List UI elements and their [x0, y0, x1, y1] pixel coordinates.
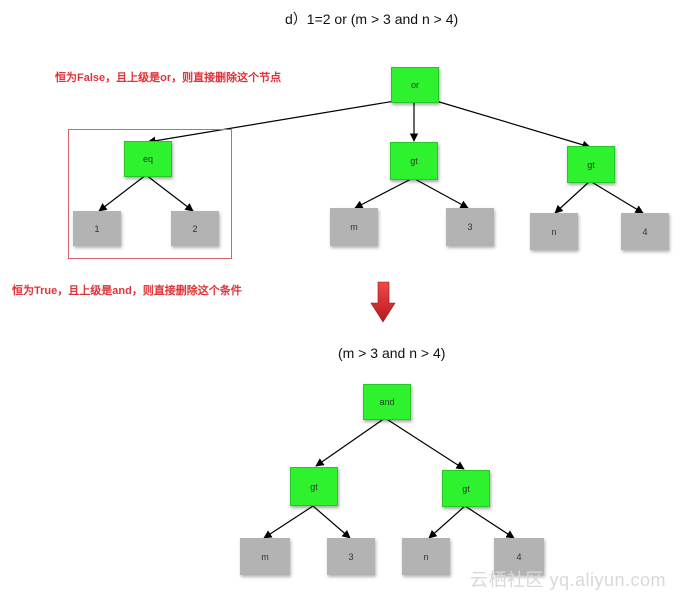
edge-gt-m — [354, 177, 414, 209]
node-and: and — [363, 384, 411, 420]
edge-gt-n — [554, 180, 591, 214]
node-or: or — [391, 67, 439, 103]
edge-gtl-m — [263, 505, 314, 539]
edge-or-eq — [147, 100, 396, 145]
edge-gtr-4 — [464, 505, 515, 539]
edge-or-gt-n — [435, 100, 591, 149]
leaf-4: 4 — [621, 213, 669, 250]
edge-gt-4 — [589, 180, 644, 214]
edge-and-gt-left — [315, 417, 386, 467]
edge-gt-3 — [412, 177, 469, 209]
node-gt-left: gt — [290, 467, 338, 506]
removed-subtree-highlight — [68, 129, 232, 259]
transform-arrow — [370, 281, 396, 323]
edge-gtl-3 — [312, 505, 351, 539]
node-gt-n: gt — [567, 146, 615, 183]
note-true-condition: 恒为True，且上级是and，则直接删除这个条件 — [12, 285, 242, 297]
node-eq: eq — [124, 141, 172, 177]
leaf-3-bottom: 3 — [327, 538, 375, 575]
leaf-n-bottom: n — [402, 538, 450, 575]
leaf-3: 3 — [446, 208, 494, 246]
bottom-title: (m > 3 and n > 4) — [338, 345, 446, 361]
leaf-1: 1 — [73, 211, 121, 246]
node-gt-m: gt — [390, 142, 438, 180]
note-false-condition: 恒为False，且上级是or，则直接删除这个节点 — [55, 72, 282, 84]
watermark: 云栖社区 yq.aliyun.com — [470, 570, 667, 590]
edge-eq-2 — [145, 174, 194, 212]
leaf-m: m — [330, 208, 378, 246]
edge-and-gt-right — [384, 417, 465, 470]
edge-gtr-n — [428, 505, 466, 539]
leaf-n: n — [530, 213, 578, 250]
top-title: d）1=2 or (m > 3 and n > 4) — [285, 11, 459, 27]
edge-eq-1 — [98, 174, 147, 212]
leaf-2: 2 — [171, 211, 219, 246]
node-gt-right: gt — [442, 470, 490, 507]
leaf-m-bottom: m — [240, 538, 290, 575]
leaf-4-bottom: 4 — [494, 538, 544, 575]
